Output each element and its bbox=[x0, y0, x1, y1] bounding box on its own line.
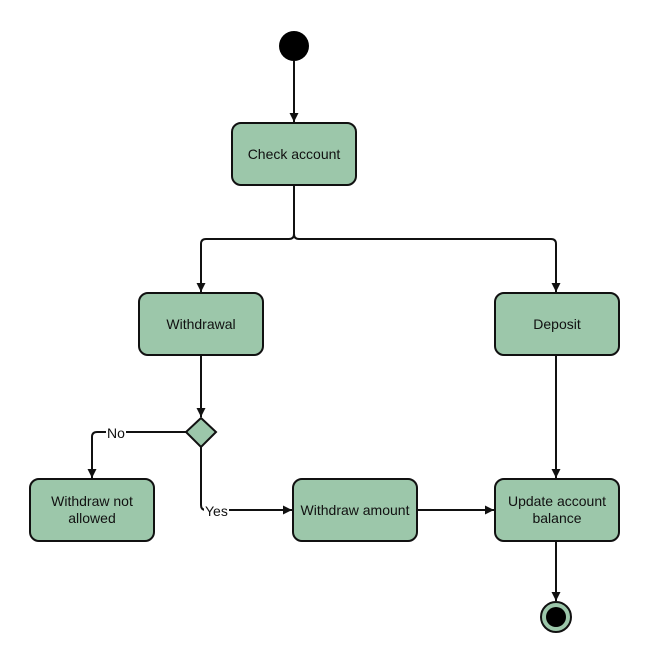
edge-label-no: No bbox=[106, 425, 126, 441]
update-account-balance-box bbox=[494, 478, 620, 542]
edge-decision-to-not-allowed bbox=[87, 431, 186, 478]
update-account-balance-label: Update account balance bbox=[507, 493, 607, 526]
withdraw-amount-box bbox=[292, 478, 418, 542]
edge-decision-to-withdraw-amount bbox=[200, 447, 292, 515]
check-account-box bbox=[231, 122, 357, 186]
edge-label-yes: Yes bbox=[204, 503, 229, 519]
withdraw-amount-label: Withdraw amount bbox=[300, 501, 410, 518]
end-node-dot bbox=[546, 607, 566, 627]
decision-diamond bbox=[184, 416, 218, 449]
deposit-label: Deposit bbox=[533, 315, 581, 332]
withdraw-not-allowed-box bbox=[29, 478, 155, 542]
start-node bbox=[279, 31, 309, 61]
withdraw-not-allowed-label: Withdraw not allowed bbox=[51, 493, 133, 526]
check-account-label: Check account bbox=[247, 145, 341, 162]
edge-check-account-to-withdrawal bbox=[196, 186, 295, 292]
deposit-box bbox=[494, 292, 620, 356]
withdrawal-label: Withdrawal bbox=[166, 315, 236, 332]
withdrawal-box bbox=[138, 292, 264, 356]
edge-check-account-to-deposit bbox=[293, 233, 561, 292]
